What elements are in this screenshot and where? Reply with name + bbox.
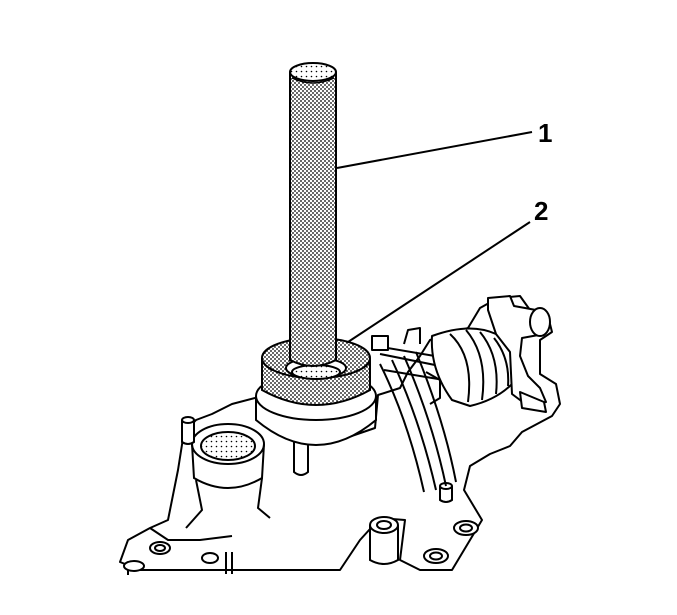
dowel-pin-left (181, 416, 195, 445)
callout-1-part-handle (289, 62, 337, 367)
shift-mechanism (371, 327, 471, 493)
callout-2-label: 2 (534, 196, 548, 226)
callout-2-leader (347, 221, 531, 343)
callout-leaders (336, 131, 533, 343)
filler-port (185, 423, 271, 529)
case-lower-left (123, 527, 233, 575)
output-boot (430, 327, 513, 407)
callout-1-leader (336, 131, 533, 169)
output-yoke (487, 295, 551, 413)
case-lower-boss (369, 516, 399, 565)
case-lower-right (423, 482, 479, 564)
callout-1-label: 1 (538, 118, 552, 148)
